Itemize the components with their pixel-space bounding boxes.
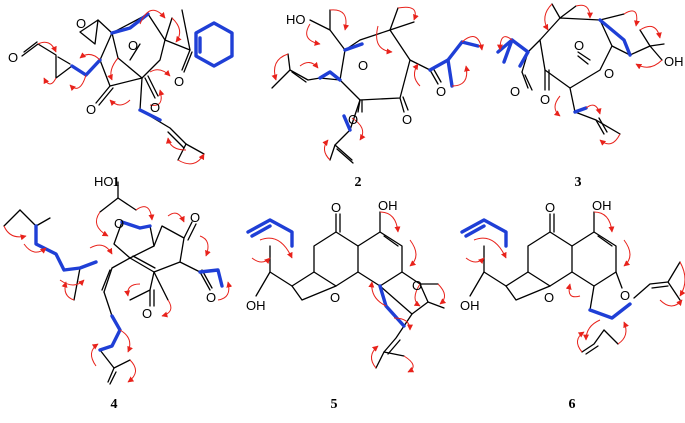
compound-1-number: 1 (113, 175, 120, 190)
compound-5-atom-o1: O (331, 200, 341, 215)
compound-6-number: 6 (569, 397, 576, 412)
compound-1-atom-o5: O (150, 100, 160, 115)
compound-5-hmbc-arrows (251, 211, 447, 373)
compound-4-cosy-bonds (34, 220, 224, 352)
compound-5-atom-oh2: OH (246, 298, 266, 313)
compound-2-number: 2 (355, 175, 362, 190)
compound-4-atom-oh: HO (94, 174, 114, 189)
compound-5-number: 5 (331, 397, 338, 412)
compound-1-atom-o3: O (128, 38, 138, 53)
compound-1-atom-labels: O O O O O O (8, 16, 184, 117)
compound-2-bonds (271, 7, 442, 164)
compound-2-atom-oh: HO (286, 12, 306, 27)
compound-6-structure: O OH O O OH 6 (460, 198, 685, 412)
compound-4-atom-o4: O (206, 290, 216, 305)
compound-2-atom-o2: O (402, 112, 412, 127)
compound-4-number: 4 (111, 397, 118, 412)
compound-4-atom-o1: O (114, 216, 124, 231)
compound-5-structure: O OH O O OH 5 (246, 198, 447, 412)
compound-3-atom-o3: O (574, 38, 584, 53)
compound-4-bonds (3, 181, 213, 385)
compound-6-atom-o1: O (545, 200, 555, 215)
compound-1-hmbc-arrows (37, 9, 205, 165)
compound-2-atom-labels: HO O O O O (286, 12, 446, 127)
compound-6-atom-o3: O (620, 288, 630, 303)
compound-4-structure: HO O O O O 4 (3, 174, 233, 412)
compound-6-hmbc-arrows (465, 211, 685, 353)
compound-2-cosy-bonds (318, 40, 480, 132)
compound-6-atom-labels: O OH O O OH (460, 198, 630, 313)
compound-1-atom-o1: O (8, 50, 18, 65)
compound-6-atom-oh1: OH (592, 198, 612, 213)
compound-3-cosy-bonds (496, 18, 632, 114)
compound-3-atom-o2: O (540, 92, 550, 107)
compound-3-atom-oh: OH (664, 54, 684, 69)
compound-4-atom-o3: O (142, 306, 152, 321)
compound-3-bonds (521, 3, 665, 135)
compound-1-atom-o2: O (76, 16, 86, 31)
compound-4-hmbc-arrows (3, 206, 233, 383)
compound-2-structure: HO O O O O 2 (271, 6, 484, 190)
compound-5-atom-o3: O (412, 278, 422, 293)
compound-6-cosy-bonds (460, 218, 632, 320)
compound-1-atom-o4: O (86, 102, 96, 117)
compound-2-atom-o1: O (348, 112, 358, 127)
compound-2-atom-o4: O (358, 58, 368, 73)
compound-5-atom-labels: O OH O O OH (246, 198, 422, 313)
compound-3-hmbc-arrows (497, 3, 663, 146)
compound-6-bonds (469, 211, 681, 355)
compound-3-atom-o1: O (510, 84, 520, 99)
compound-2-hmbc-arrows (271, 6, 484, 161)
compound-1-atom-o6: O (174, 74, 184, 89)
compound-4-atom-labels: HO O O O O (94, 174, 216, 321)
compound-6-atom-o2: O (544, 290, 554, 305)
compound-4-atom-o2: O (190, 210, 200, 225)
compound-3-atom-o4: O (604, 66, 614, 81)
compound-1-structure: O O O O O O 1 (8, 9, 234, 190)
compound-5-atom-o2: O (330, 290, 340, 305)
compound-3-atom-labels: O O O O OH (510, 38, 684, 107)
compound-3-number: 3 (575, 175, 582, 190)
compound-3-structure: O O O O OH 3 (496, 3, 684, 190)
compound-6-atom-oh2: OH (460, 298, 480, 313)
compound-2-atom-o3: O (436, 84, 446, 99)
compound-5-atom-oh1: OH (378, 198, 398, 213)
compound-1-cosy-bonds (70, 12, 234, 122)
compound-5-bonds (255, 211, 445, 369)
